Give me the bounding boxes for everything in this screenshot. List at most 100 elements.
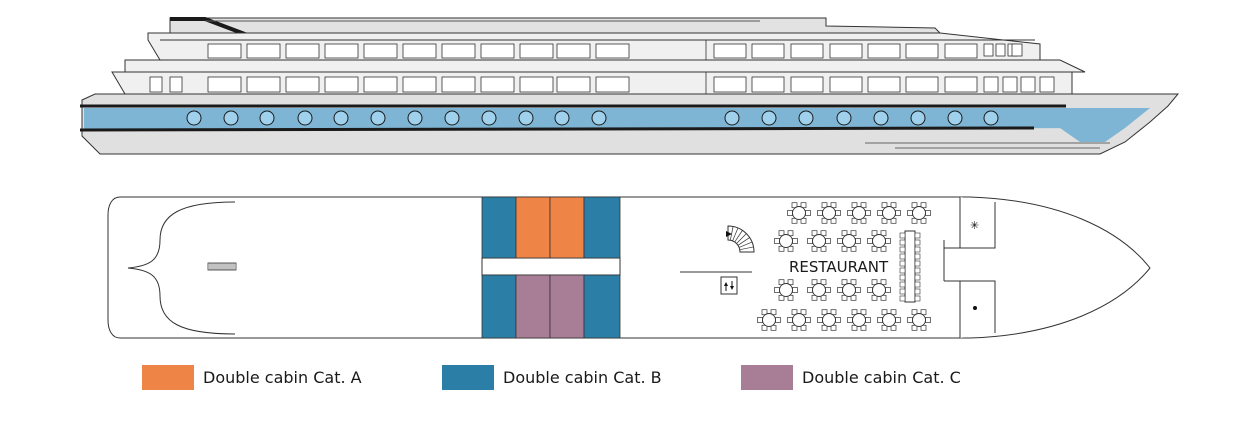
window [441, 76, 476, 93]
window [441, 43, 476, 59]
window [207, 76, 242, 93]
legend-swatch-cat-b [442, 365, 494, 390]
porthole [259, 110, 275, 126]
window [905, 43, 939, 59]
window [1002, 76, 1018, 93]
sun-deck [169, 17, 942, 34]
window [169, 76, 183, 93]
ship-side-view [79, 17, 1180, 155]
window [1039, 76, 1055, 93]
deck-plan: RESTAURANT ✳ [107, 196, 1151, 339]
dining-table [837, 230, 861, 252]
dining-table [817, 309, 841, 331]
window [285, 43, 320, 59]
spiral-staircase-icon [726, 225, 755, 253]
dining-table [787, 309, 811, 331]
window [790, 76, 824, 93]
dining-table [757, 309, 781, 331]
snowflake-icon: ✳ [970, 219, 979, 232]
legend-cat-c: Double cabin Cat. C [741, 365, 961, 390]
window [751, 76, 785, 93]
window [207, 43, 242, 59]
window [713, 76, 747, 93]
legend-cat-b: Double cabin Cat. B [442, 365, 662, 390]
cabin-cat-b[interactable] [583, 196, 621, 259]
upper-windows [207, 40, 1023, 60]
porthole [297, 110, 313, 126]
cabin-cat-b[interactable] [481, 196, 517, 259]
cabin-cat-c[interactable] [549, 274, 585, 339]
legend-label-cat-b: Double cabin Cat. B [503, 368, 662, 387]
deck-outline [107, 196, 1151, 339]
window [324, 76, 359, 93]
legend-label-cat-a: Double cabin Cat. A [203, 368, 362, 387]
porthole [333, 110, 349, 126]
window [867, 76, 901, 93]
dining-table [847, 309, 871, 331]
porthole [407, 110, 423, 126]
dining-table [837, 279, 861, 301]
window [149, 76, 163, 93]
window [324, 43, 359, 59]
legend-swatch-cat-c [741, 365, 793, 390]
dining-table [907, 309, 931, 331]
window [480, 76, 515, 93]
window [246, 43, 281, 59]
legend-label-cat-c: Double cabin Cat. C [802, 368, 961, 387]
bow-room-top: ✳ [944, 197, 996, 249]
porthole [444, 110, 460, 126]
porthole [186, 110, 202, 126]
porthole [223, 110, 239, 126]
window [867, 43, 901, 59]
dining-table [817, 202, 841, 224]
cabin-cat-a[interactable] [515, 196, 551, 259]
window [363, 76, 398, 93]
porthole [947, 110, 963, 126]
window [905, 76, 939, 93]
restaurant-label: RESTAURANT [789, 258, 889, 276]
dining-table [787, 202, 811, 224]
window [983, 76, 999, 93]
window [995, 43, 1006, 57]
window [480, 43, 515, 59]
dining-table [867, 279, 891, 301]
porthole [518, 110, 534, 126]
cabin-block [481, 196, 621, 339]
window [556, 76, 591, 93]
stern-deck [127, 201, 236, 335]
dining-table [847, 202, 871, 224]
elevator-icon [720, 276, 738, 295]
window [363, 43, 398, 59]
cabin-cat-a[interactable] [549, 196, 585, 259]
cabin-cat-b[interactable] [583, 274, 621, 339]
porthole [554, 110, 570, 126]
stern-ladder-icon [207, 262, 237, 271]
porthole [836, 110, 852, 126]
legend-cat-a: Double cabin Cat. A [142, 365, 362, 390]
cabin-cat-b[interactable] [481, 274, 517, 339]
window [983, 43, 994, 57]
dining-table [867, 230, 891, 252]
window [556, 43, 591, 59]
porthole [798, 110, 814, 126]
porthole [724, 110, 740, 126]
dining-table [807, 230, 831, 252]
dining-table [774, 279, 798, 301]
portholes [186, 110, 999, 126]
window [829, 76, 863, 93]
bow-room-bottom [944, 280, 996, 338]
window [829, 43, 863, 59]
window [1020, 76, 1036, 93]
window [519, 43, 554, 59]
porthole [910, 110, 926, 126]
cabin-cat-c[interactable] [515, 274, 551, 339]
window [402, 76, 437, 93]
dining-table [877, 309, 901, 331]
porthole [481, 110, 497, 126]
window [713, 43, 747, 59]
dining-table [774, 230, 798, 252]
window [944, 76, 978, 93]
window [595, 76, 630, 93]
window [1011, 43, 1023, 57]
